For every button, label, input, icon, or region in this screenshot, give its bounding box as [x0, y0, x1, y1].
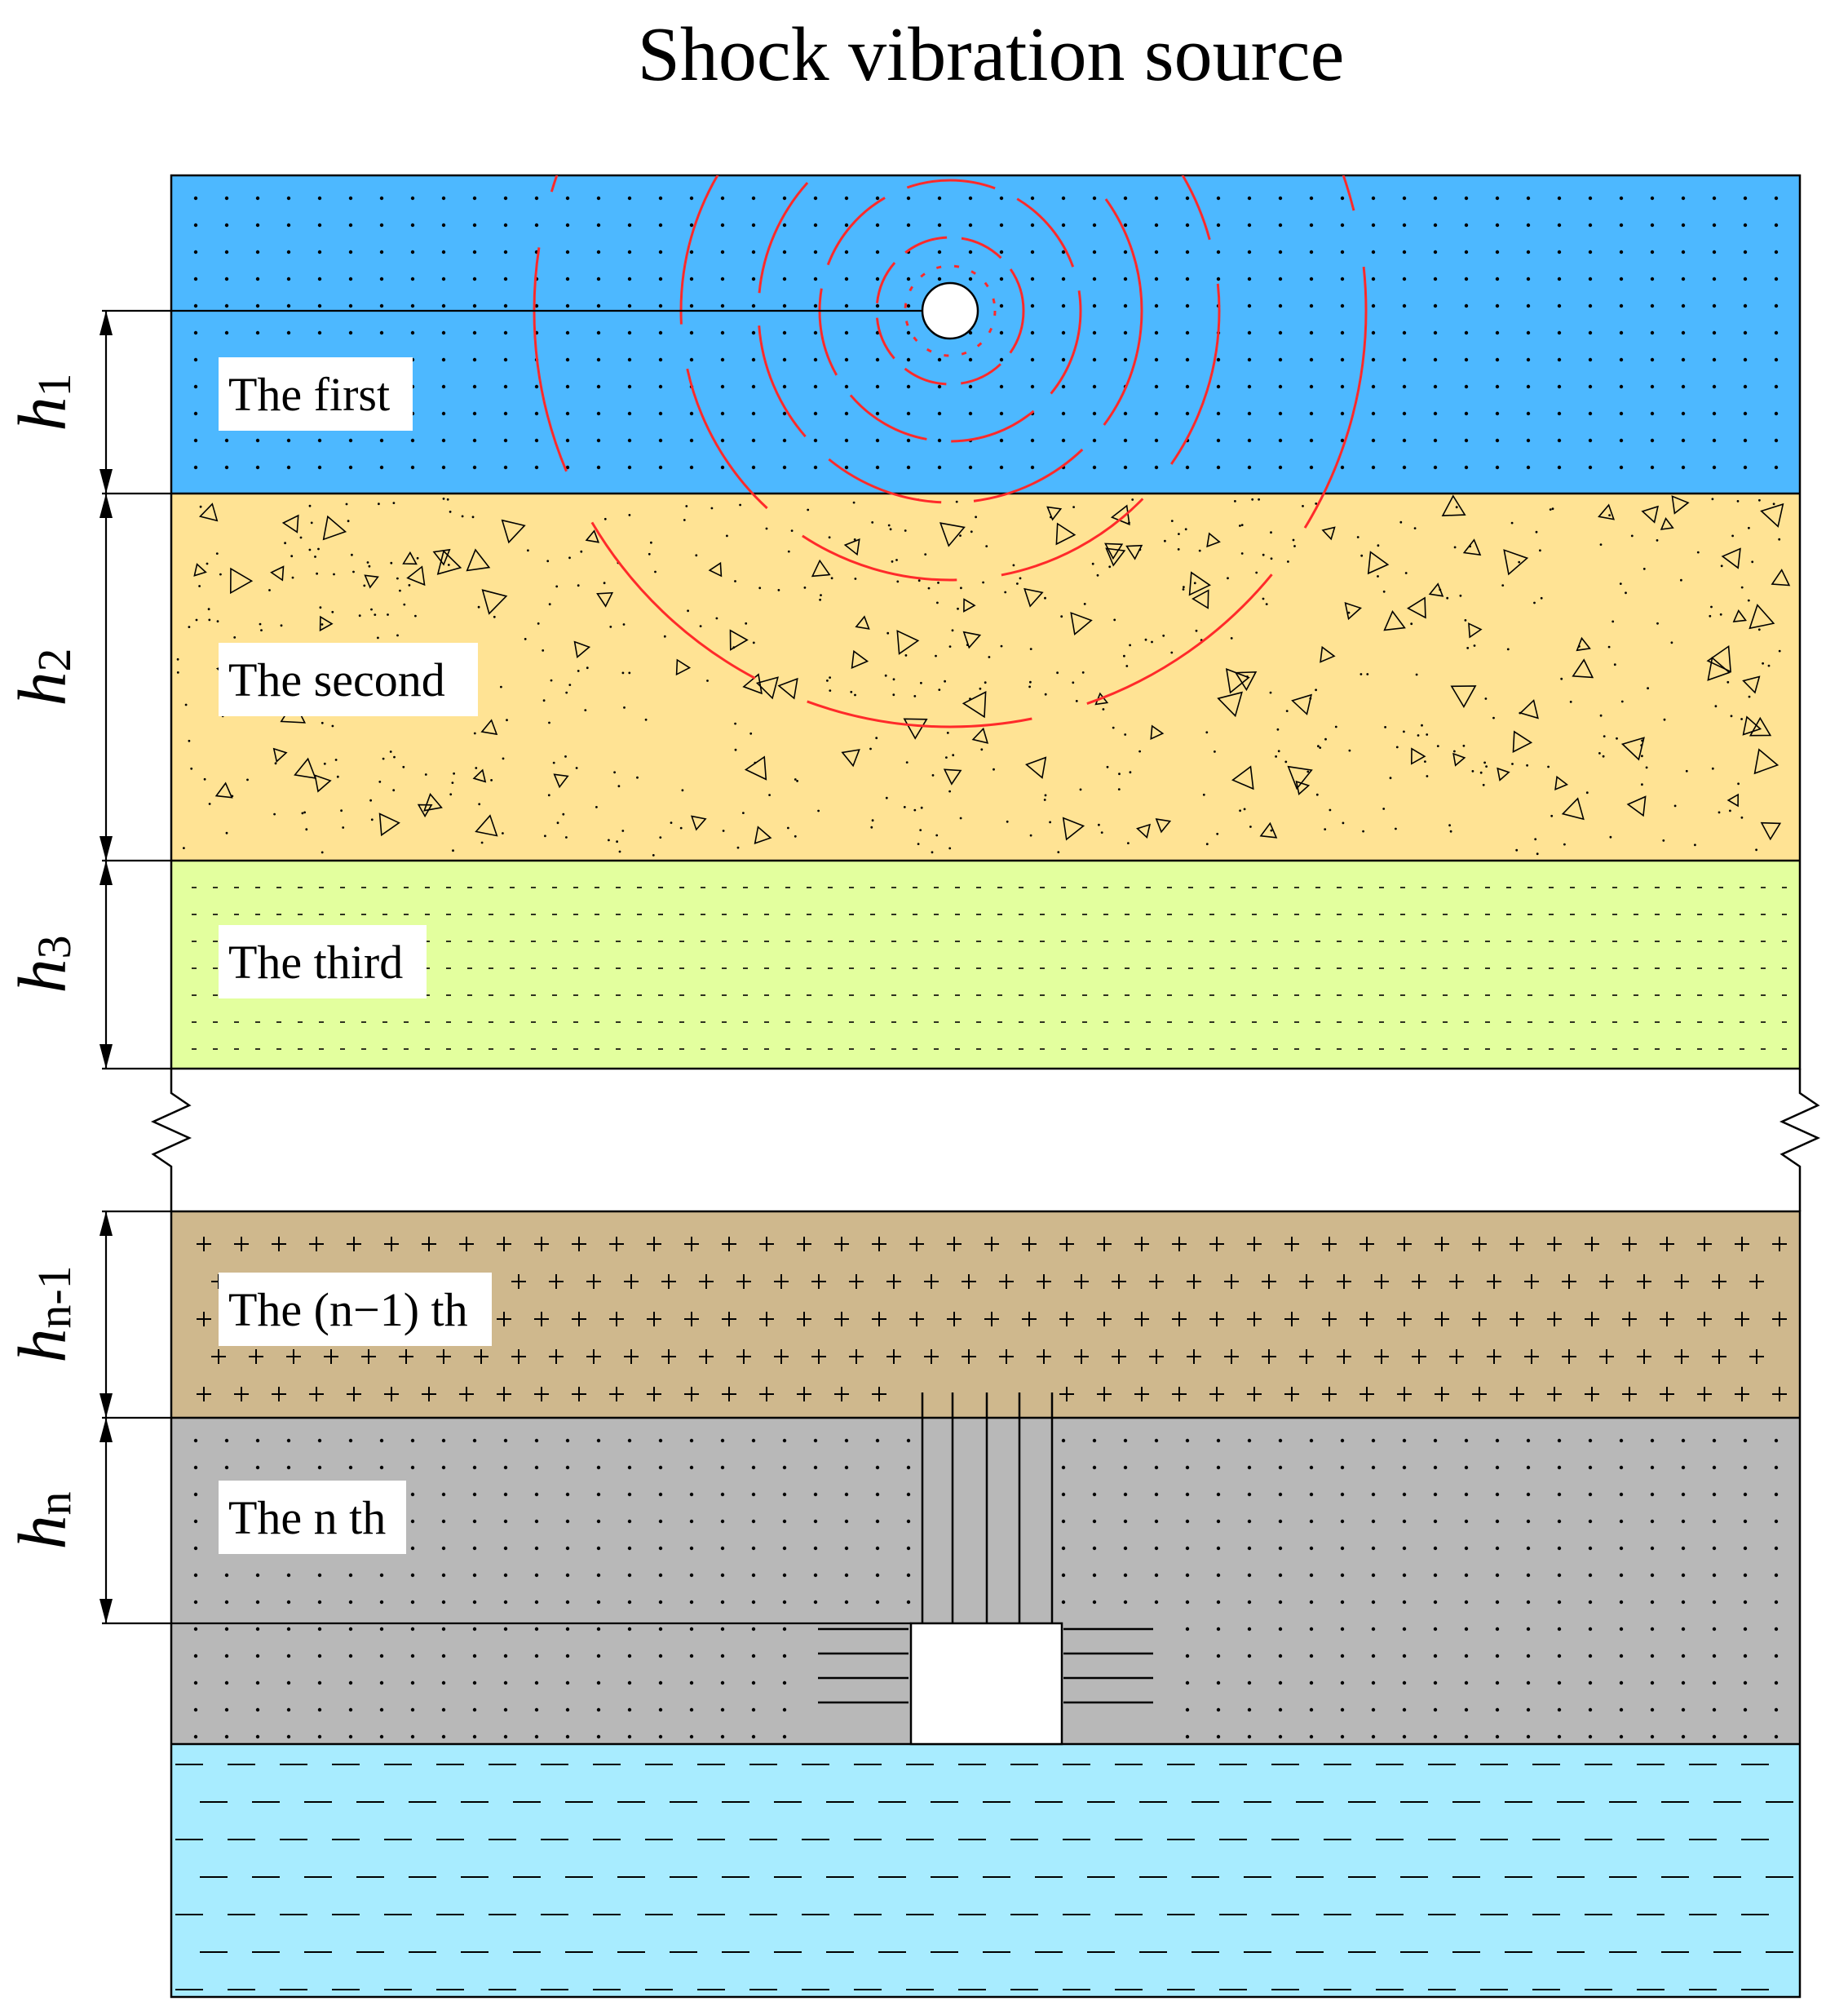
dimension-lines	[102, 309, 922, 1625]
layer-bottom-pattern	[175, 1764, 1793, 1990]
layer-outlines	[150, 174, 1821, 1999]
label-n: The n th	[219, 1481, 406, 1554]
vibration-source-circle	[921, 281, 979, 340]
svg-text:The second: The second	[228, 653, 445, 706]
layer-n-1-pattern	[197, 1237, 1787, 1401]
layer-third	[171, 861, 1800, 1069]
wave-ring-2	[875, 236, 1025, 386]
svg-text:h3: h3	[5, 936, 81, 994]
svg-text:hn: hn	[5, 1492, 81, 1550]
svg-text:The (n−1) th: The (n−1) th	[228, 1283, 468, 1336]
label-first: The first	[219, 357, 413, 431]
wave-ring-1	[904, 264, 997, 357]
diagram-title: Shock vibration source	[638, 12, 1345, 97]
svg-text:hn-1: hn-1	[5, 1265, 81, 1362]
layer-n-pattern	[193, 1438, 1779, 1739]
svg-text:h1: h1	[5, 374, 81, 432]
svg-text:The third: The third	[228, 936, 403, 989]
svg-text:h2: h2	[5, 649, 81, 706]
dimension-label-hn-1: hn-1	[5, 1265, 81, 1362]
dimension-label-h3: h3	[5, 936, 81, 994]
layer-third-pattern	[192, 887, 1787, 1050]
label-second: The second	[219, 643, 478, 716]
dimension-label-hn: hn	[5, 1492, 81, 1550]
svg-text:The n th: The n th	[228, 1491, 386, 1544]
break-symbol-left	[150, 1069, 192, 1211]
dimension-label-h1: h1	[5, 374, 81, 432]
break-symbol-right	[1779, 1069, 1821, 1211]
layer-first	[171, 175, 1800, 494]
layer-bottom	[171, 1744, 1800, 1997]
tunnel-opening	[909, 1622, 1063, 1746]
tunnel-structure	[818, 1392, 1153, 1704]
svg-text:The first: The first	[228, 368, 390, 421]
wave-ring-4	[757, 175, 1143, 504]
label-n-1: The (n−1) th	[219, 1273, 492, 1346]
dimension-arrowheads	[99, 311, 113, 1623]
label-third: The third	[219, 925, 427, 998]
dimension-label-h2: h2	[5, 649, 81, 706]
